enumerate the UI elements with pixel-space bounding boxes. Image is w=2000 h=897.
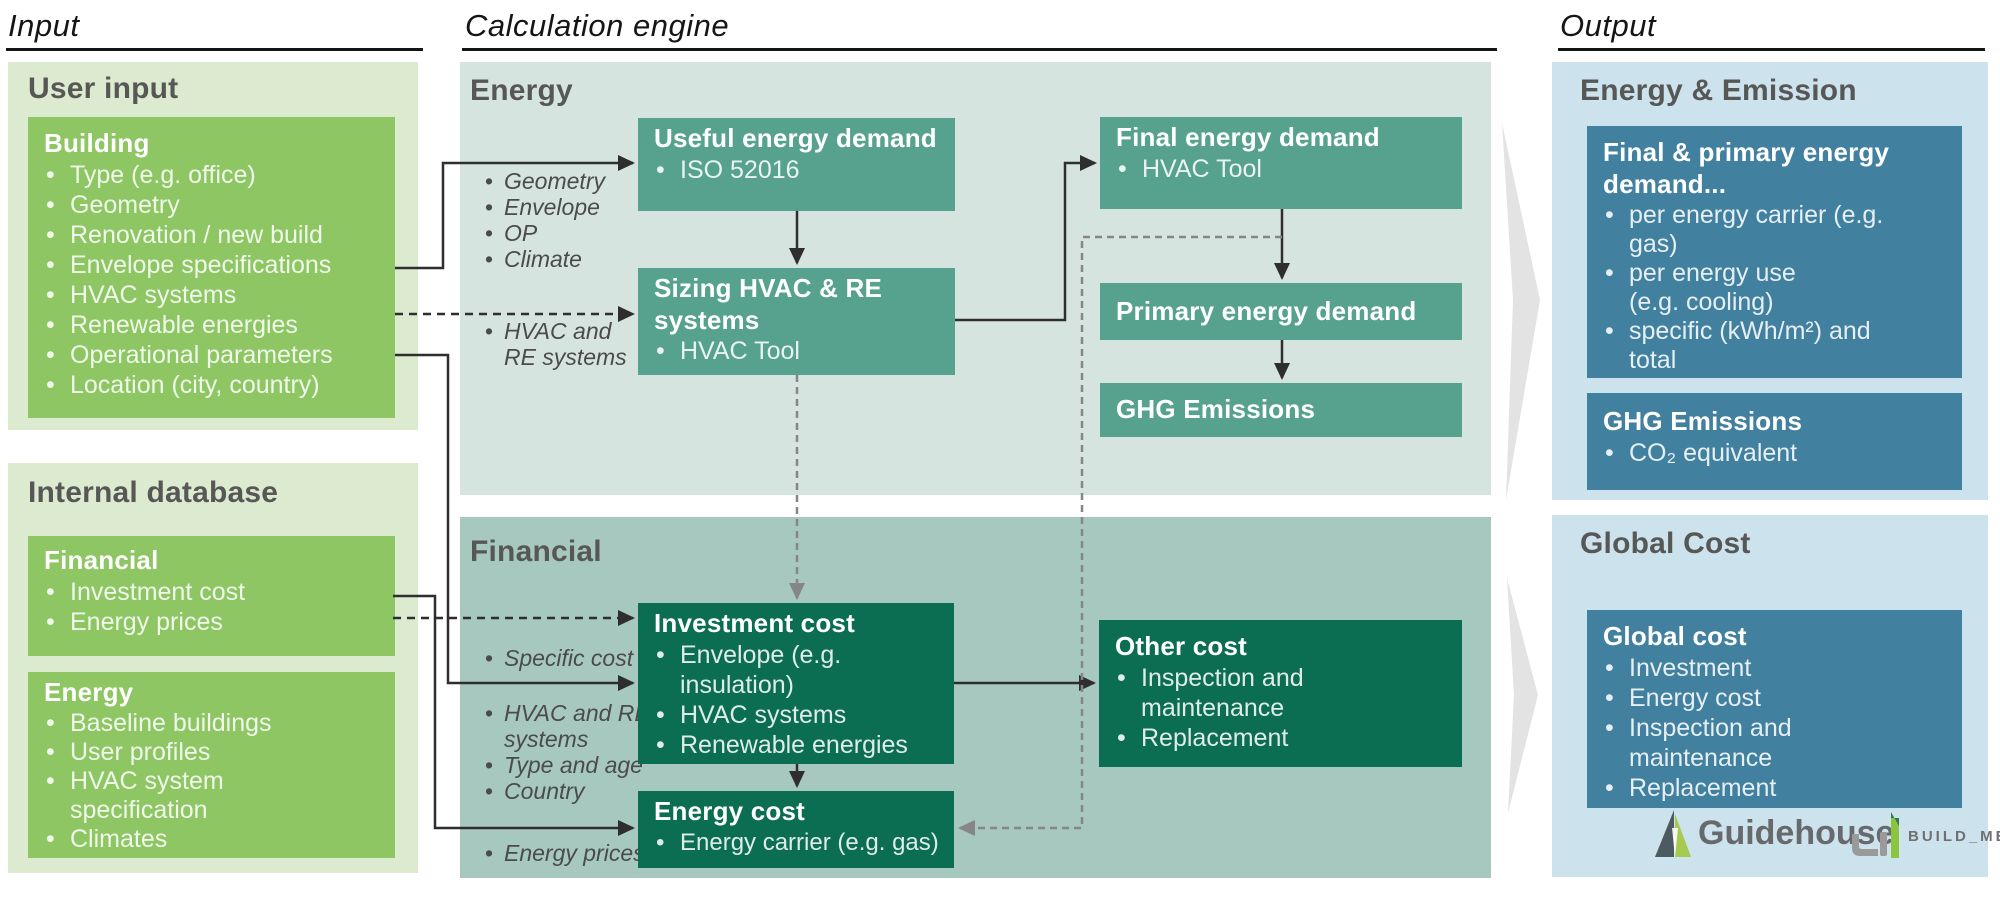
global-cost-list: InvestmentEnergy costInspection and main…	[1603, 653, 1954, 803]
energy-db-box: Energy Baseline buildingsUser profilesHV…	[28, 672, 395, 858]
chevron-energy-to-output	[1502, 123, 1540, 500]
list-item: HVAC systems	[654, 700, 946, 730]
list-item: HVAC Tool	[654, 337, 947, 366]
list-item: Geometry	[44, 190, 387, 220]
list-item: Envelope (e.g. insulation)	[654, 640, 946, 700]
other-cost-box: Other cost Inspection and maintenanceRep…	[1099, 620, 1462, 767]
energy-db-title: Energy	[44, 677, 134, 707]
output-ghg-box: GHG Emissions CO₂ equivalent	[1587, 393, 1962, 490]
output-header-underline	[1558, 48, 1985, 51]
list-item: Replacement	[1115, 723, 1454, 753]
sizing-hvac-re-box: Sizing HVAC & RE systems HVAC Tool	[638, 268, 955, 375]
engine-financial-title: Financial	[470, 535, 602, 568]
list-item: specific (kWh/m²) and total	[1603, 317, 1954, 375]
investment-cost-box: Investment cost Envelope (e.g. insulatio…	[638, 603, 954, 764]
list-item: Envelope specifications	[44, 250, 387, 280]
useful-energy-demand-box: Useful energy demand ISO 52016	[638, 118, 955, 211]
list-item: HVAC system specification	[44, 767, 387, 825]
useful-energy-demand-title: Useful energy demand	[654, 123, 937, 153]
list-item: HVAC and RE systems	[485, 318, 645, 370]
engine-energy-title: Energy	[470, 74, 573, 107]
list-item: Energy prices	[485, 840, 705, 866]
list-item: per energy carrier (e.g. gas)	[1603, 201, 1954, 259]
labels-energy-prices: Energy prices	[485, 840, 705, 866]
list-item: OP	[485, 220, 685, 246]
primary-energy-demand-box: Primary energy demand	[1100, 283, 1462, 340]
list-item: Inspection and maintenance	[1603, 713, 1954, 773]
list-item: User profiles	[44, 738, 387, 767]
output-ghg-title: GHG Emissions	[1603, 406, 1803, 436]
list-item: Investment	[1603, 653, 1954, 683]
labels-hvac-inputs: HVAC and RE systems	[485, 318, 645, 370]
energy-cost-box: Energy cost Energy carrier (e.g. gas)	[638, 791, 954, 868]
logo-row: Guidehouse BUILD_ME	[1640, 800, 2000, 865]
list-item: CO₂ equivalent	[1603, 438, 1954, 468]
other-cost-title: Other cost	[1115, 631, 1248, 661]
global-cost-title: Global Cost	[1580, 527, 1751, 560]
buildme-logo-icon	[1852, 812, 1899, 858]
investment-cost-title: Investment cost	[654, 608, 855, 638]
list-item: Energy prices	[44, 607, 387, 637]
final-primary-demand-title: Final & primary energy demand...	[1603, 137, 1890, 199]
user-input-title: User input	[28, 72, 179, 105]
building-box-title: Building	[44, 128, 150, 158]
list-item: per energy use (e.g. cooling)	[1603, 259, 1954, 317]
guidehouse-logo-icon	[1655, 810, 1691, 857]
final-primary-demand-list: per energy carrier (e.g. gas)per energy …	[1603, 201, 1954, 375]
internal-database-title: Internal database	[28, 476, 279, 509]
energy-cost-list: Energy carrier (e.g. gas)	[654, 828, 946, 858]
list-item: Operational parameters	[44, 340, 387, 370]
list-item: Inspection and maintenance	[1115, 663, 1454, 723]
list-item: Type (e.g. office)	[44, 160, 387, 190]
ghg-emissions-title: GHG Emissions	[1116, 394, 1316, 424]
energy-cost-title: Energy cost	[654, 796, 806, 826]
building-list: Type (e.g. office)GeometryRenovation / n…	[44, 160, 387, 400]
column-header-engine: Calculation engine	[465, 8, 730, 43]
building-box: Building Type (e.g. office)GeometryRenov…	[28, 117, 395, 418]
list-item: Energy cost	[1603, 683, 1954, 713]
energy-emission-title: Energy & Emission	[1580, 74, 1857, 107]
energy-db-list: Baseline buildingsUser profilesHVAC syst…	[44, 709, 387, 854]
investment-cost-list: Envelope (e.g. insulation)HVAC systemsRe…	[654, 640, 946, 760]
list-item: ISO 52016	[654, 155, 947, 185]
list-item: Renovation / new build	[44, 220, 387, 250]
final-primary-demand-box: Final & primary energy demand... per ene…	[1587, 126, 1962, 378]
list-item: Baseline buildings	[44, 709, 387, 738]
ghg-emissions-box: GHG Emissions	[1100, 383, 1462, 437]
financial-db-title: Financial	[44, 545, 159, 575]
buildme-logo-text: BUILD_ME	[1908, 828, 2000, 845]
other-cost-list: Inspection and maintenanceReplacement	[1115, 663, 1454, 753]
output-ghg-list: CO₂ equivalent	[1603, 438, 1954, 468]
global-cost-box: Global cost InvestmentEnergy costInspect…	[1587, 610, 1962, 808]
column-header-input: Input	[8, 8, 80, 43]
list-item: Renewable energies	[44, 310, 387, 340]
column-header-output: Output	[1560, 8, 1657, 43]
global-cost-box-title: Global cost	[1603, 621, 1747, 651]
sizing-hvac-re-list: HVAC Tool	[654, 337, 947, 366]
financial-db-list: Investment costEnergy prices	[44, 577, 387, 637]
list-item: Location (city, country)	[44, 370, 387, 400]
final-energy-demand-box: Final energy demand HVAC Tool	[1100, 117, 1462, 209]
list-item: Climates	[44, 825, 387, 854]
useful-energy-demand-list: ISO 52016	[654, 155, 947, 185]
list-item: Replacement	[1603, 773, 1954, 803]
list-item: HVAC systems	[44, 280, 387, 310]
financial-db-box: Financial Investment costEnergy prices	[28, 536, 395, 656]
guidehouse-logo-text: Guidehouse	[1698, 814, 1895, 852]
list-item: Energy carrier (e.g. gas)	[654, 828, 946, 858]
list-item: Renewable energies	[654, 730, 946, 760]
final-energy-demand-list: HVAC Tool	[1116, 154, 1454, 184]
engine-header-underline	[462, 48, 1497, 51]
chevron-financial-to-output	[1507, 578, 1538, 813]
primary-energy-demand-title: Primary energy demand	[1116, 296, 1417, 326]
sizing-hvac-re-title: Sizing HVAC & RE systems	[654, 273, 883, 335]
input-header-underline	[6, 48, 423, 51]
list-item: HVAC Tool	[1116, 154, 1454, 184]
final-energy-demand-title: Final energy demand	[1116, 122, 1380, 152]
list-item: Investment cost	[44, 577, 387, 607]
